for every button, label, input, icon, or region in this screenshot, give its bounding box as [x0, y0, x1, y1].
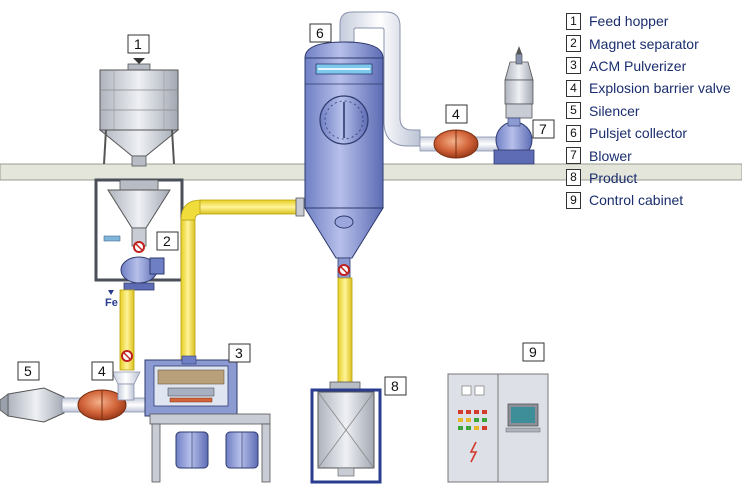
- svg-text:9: 9: [529, 344, 537, 360]
- product-transfer-pipe: [180, 197, 305, 361]
- product-container: [310, 381, 382, 484]
- svg-text:3: 3: [235, 345, 243, 361]
- svg-text:4: 4: [98, 363, 106, 379]
- pulsjet-collector: [304, 11, 421, 279]
- silencer: [0, 387, 65, 423]
- tag-product: 8: [384, 376, 407, 396]
- fe-arrow-icon: [108, 290, 114, 295]
- fe-label: Fe: [105, 297, 118, 309]
- tag-control-cabinet: 9: [522, 342, 545, 362]
- svg-text:4: 4: [452, 106, 460, 122]
- tag-feed-hopper: 1: [127, 34, 150, 54]
- blower: [493, 46, 535, 165]
- tag-pulsjet-collector: 6: [309, 23, 332, 43]
- svg-text:5: 5: [24, 363, 32, 379]
- discharge-pipe: [337, 277, 353, 385]
- svg-text:2: 2: [163, 233, 171, 249]
- tag-silencer: 5: [17, 361, 40, 381]
- tag-barrier-valve-inlet: 4: [91, 361, 114, 381]
- warning-lightning-icon: [469, 441, 478, 463]
- tag-acm-pulverizer: 3: [228, 343, 251, 363]
- feed-hopper: [98, 58, 180, 167]
- control-cabinet: [447, 373, 549, 483]
- magnet-separator-frame: Fe: [94, 178, 184, 309]
- svg-text:6: 6: [316, 25, 324, 41]
- acm-pulverizer: [144, 355, 271, 483]
- tag-magnet-separator: 2: [156, 231, 179, 251]
- hopper-pointer-icon: [133, 58, 145, 64]
- barrier-valve-inlet: [61, 371, 153, 421]
- svg-text:8: 8: [391, 378, 399, 394]
- tag-blower: 7: [532, 119, 555, 139]
- barrier-valve-outlet: [419, 129, 501, 159]
- feed-pipe: [119, 289, 135, 371]
- tag-barrier-valve-outlet: 4: [445, 104, 468, 124]
- svg-text:7: 7: [539, 121, 547, 137]
- svg-text:1: 1: [134, 36, 142, 52]
